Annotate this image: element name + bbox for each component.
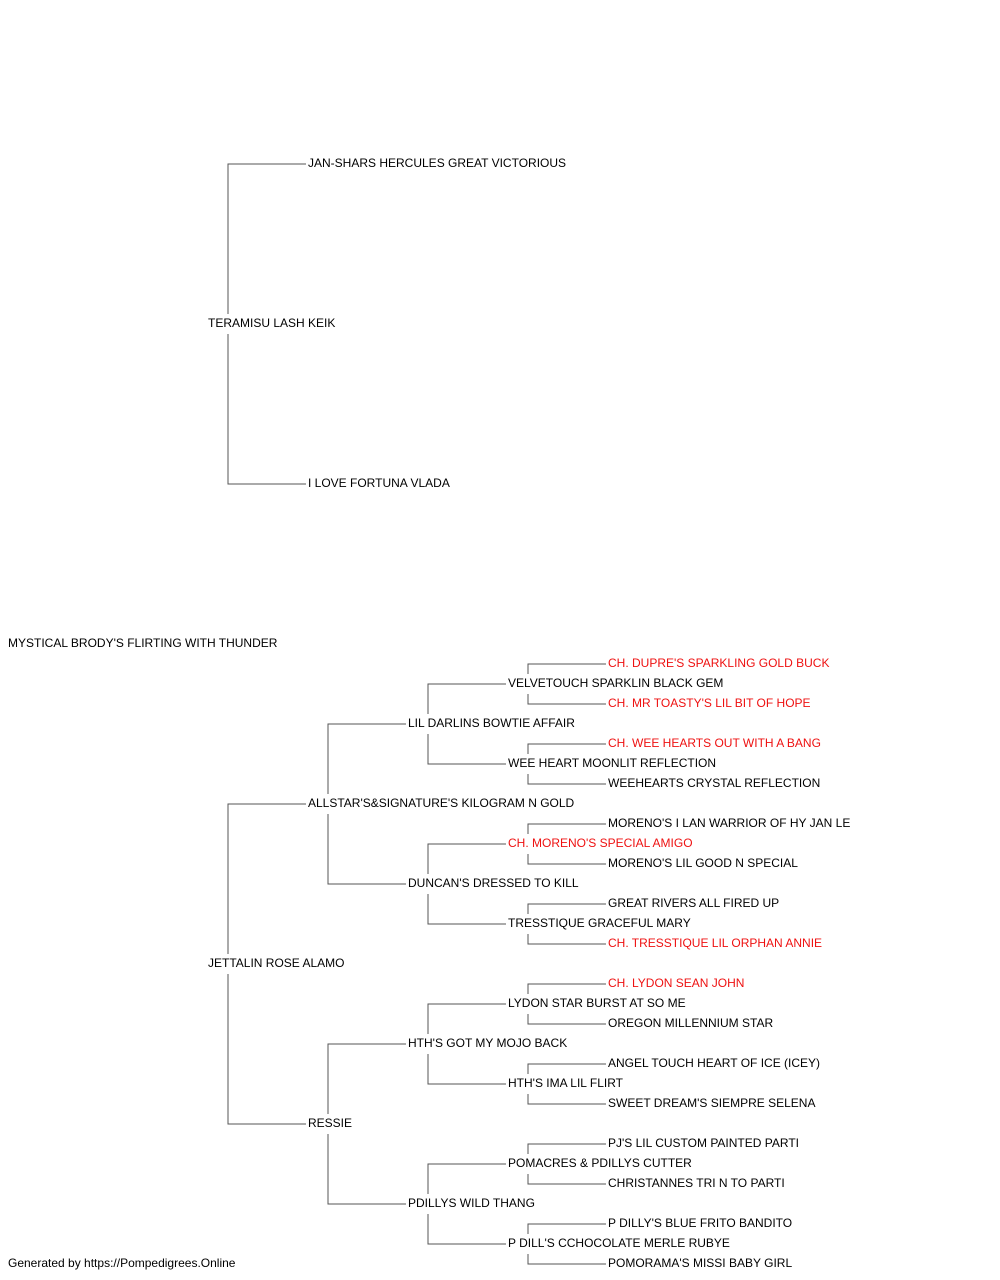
pedigree-connector-g4-0 (427, 683, 506, 714)
pedigree-connector-g5-15 (527, 1254, 606, 1265)
pedigree-connector-sire-sire (227, 163, 306, 314)
generated-by-footer: Generated by https://Pompedigrees.Online (8, 1256, 236, 1270)
dog-name-ch-moreno-s-special-amigo: CH. MORENO'S SPECIAL AMIGO (508, 836, 693, 850)
dog-name-ch-tresstique-lil-orphan-annie: CH. TRESSTIQUE LIL ORPHAN ANNIE (608, 936, 822, 950)
pedigree-connector-g5-13 (527, 1174, 606, 1185)
pedigree-connector-g5-9 (527, 1014, 606, 1025)
dog-name-ch-mr-toasty-s-lil-bit-of-hope: CH. MR TOASTY'S LIL BIT OF HOPE (608, 696, 811, 710)
pedigree-connector-g3-1 (327, 814, 406, 885)
pedigree-connector-g5-14 (527, 1223, 606, 1234)
pedigree-connector-dam-0 (227, 803, 306, 954)
dog-name-wee-heart-moonlit-reflection: WEE HEART MOONLIT REFLECTION (508, 756, 716, 770)
pedigree-connector-g4-1 (427, 734, 506, 765)
pedigree-connector-g5-4 (527, 823, 606, 834)
dog-name-pdillys-wild-thang: PDILLYS WILD THANG (408, 1196, 535, 1210)
dog-name-teramisu-lash-keik: TERAMISU LASH KEIK (208, 316, 335, 330)
dog-name-duncan-s-dressed-to-kill: DUNCAN'S DRESSED TO KILL (408, 876, 579, 890)
dog-name-pomorama-s-missi-baby-girl: POMORAMA'S MISSI BABY GIRL (608, 1256, 792, 1270)
pedigree-connector-g4-2 (427, 843, 506, 874)
dog-name-pomacres-pdillys-cutter: POMACRES & PDILLYS CUTTER (508, 1156, 692, 1170)
pedigree-connector-g3-3 (327, 1134, 406, 1205)
dog-name-ch-lydon-sean-john: CH. LYDON SEAN JOHN (608, 976, 744, 990)
pedigree-connector-g5-0 (527, 663, 606, 674)
pedigree-connector-g4-5 (427, 1054, 506, 1085)
dog-name-hth-s-ima-lil-flirt: HTH'S IMA LIL FLIRT (508, 1076, 624, 1090)
dog-name-p-dilly-s-blue-frito-bandito: P DILLY'S BLUE FRITO BANDITO (608, 1216, 792, 1230)
pedigree-connector-g5-2 (527, 743, 606, 754)
dog-name-angel-touch-heart-of-ice-icey: ANGEL TOUCH HEART OF ICE (ICEY) (608, 1056, 820, 1070)
pedigree-connector-g5-3 (527, 774, 606, 785)
dog-name-velvetouch-sparklin-black-gem: VELVETOUCH SPARKLIN BLACK GEM (508, 676, 723, 690)
pedigree-connector-g5-12 (527, 1143, 606, 1154)
dog-name-moreno-s-i-lan-warrior-of-hy-jan-le: MORENO'S I LAN WARRIOR OF HY JAN LE (608, 816, 850, 830)
dog-name-weehearts-crystal-reflection: WEEHEARTS CRYSTAL REFLECTION (608, 776, 820, 790)
dog-name-pj-s-lil-custom-painted-parti: PJ'S LIL CUSTOM PAINTED PARTI (608, 1136, 799, 1150)
pedigree-connector-g5-5 (527, 854, 606, 865)
pedigree-connector-g3-2 (327, 1043, 406, 1114)
pedigree-connector-g4-4 (427, 1003, 506, 1034)
dog-name-allstar-s-signature-s-kilogram-n-gold: ALLSTAR'S&SIGNATURE'S KILOGRAM N GOLD (308, 796, 575, 810)
subject-dog-name: MYSTICAL BRODY'S FLIRTING WITH THUNDER (8, 636, 278, 650)
dog-name-lil-darlins-bowtie-affair: LIL DARLINS BOWTIE AFFAIR (408, 716, 575, 730)
pedigree-connector-g5-6 (527, 903, 606, 914)
pedigree-connector-g5-1 (527, 694, 606, 705)
dog-name-sweet-dream-s-siempre-selena: SWEET DREAM'S SIEMPRE SELENA (608, 1096, 815, 1110)
pedigree-connector-g5-7 (527, 934, 606, 945)
pedigree-connector-dam-1 (227, 974, 306, 1125)
dog-name-ressie: RESSIE (308, 1116, 352, 1130)
dog-name-jettalin-rose-alamo: JETTALIN ROSE ALAMO (208, 956, 344, 970)
dog-name-p-dill-s-cchocolate-merle-rubye: P DILL'S CCHOCOLATE MERLE RUBYE (508, 1236, 730, 1250)
pedigree-connector-g4-7 (427, 1214, 506, 1245)
pedigree-connector-g3-0 (327, 723, 406, 794)
dog-name-hth-s-got-my-mojo-back: HTH'S GOT MY MOJO BACK (408, 1036, 567, 1050)
pedigree-connector-g5-8 (527, 983, 606, 994)
pedigree-connector-sire-dam (227, 334, 306, 485)
dog-name-tresstique-graceful-mary: TRESSTIQUE GRACEFUL MARY (508, 916, 691, 930)
dog-name-lydon-star-burst-at-so-me: LYDON STAR BURST AT SO ME (508, 996, 686, 1010)
dog-name-i-love-fortuna-vlada: I LOVE FORTUNA VLADA (308, 476, 450, 490)
pedigree-connector-g4-3 (427, 894, 506, 925)
pedigree-connector-g5-10 (527, 1063, 606, 1074)
dog-name-moreno-s-lil-good-n-special: MORENO'S LIL GOOD N SPECIAL (608, 856, 798, 870)
dog-name-great-rivers-all-fired-up: GREAT RIVERS ALL FIRED UP (608, 896, 779, 910)
dog-name-jan-shars-hercules-great-victorious: JAN-SHARS HERCULES GREAT VICTORIOUS (308, 156, 566, 170)
dog-name-ch-wee-hearts-out-with-a-bang: CH. WEE HEARTS OUT WITH A BANG (608, 736, 821, 750)
dog-name-ch-dupre-s-sparkling-gold-buck: CH. DUPRE'S SPARKLING GOLD BUCK (608, 656, 829, 670)
dog-name-oregon-millennium-star: OREGON MILLENNIUM STAR (608, 1016, 773, 1030)
dog-name-christannes-tri-n-to-parti: CHRISTANNES TRI N TO PARTI (608, 1176, 785, 1190)
pedigree-connector-g5-11 (527, 1094, 606, 1105)
pedigree-connector-g4-6 (427, 1163, 506, 1194)
